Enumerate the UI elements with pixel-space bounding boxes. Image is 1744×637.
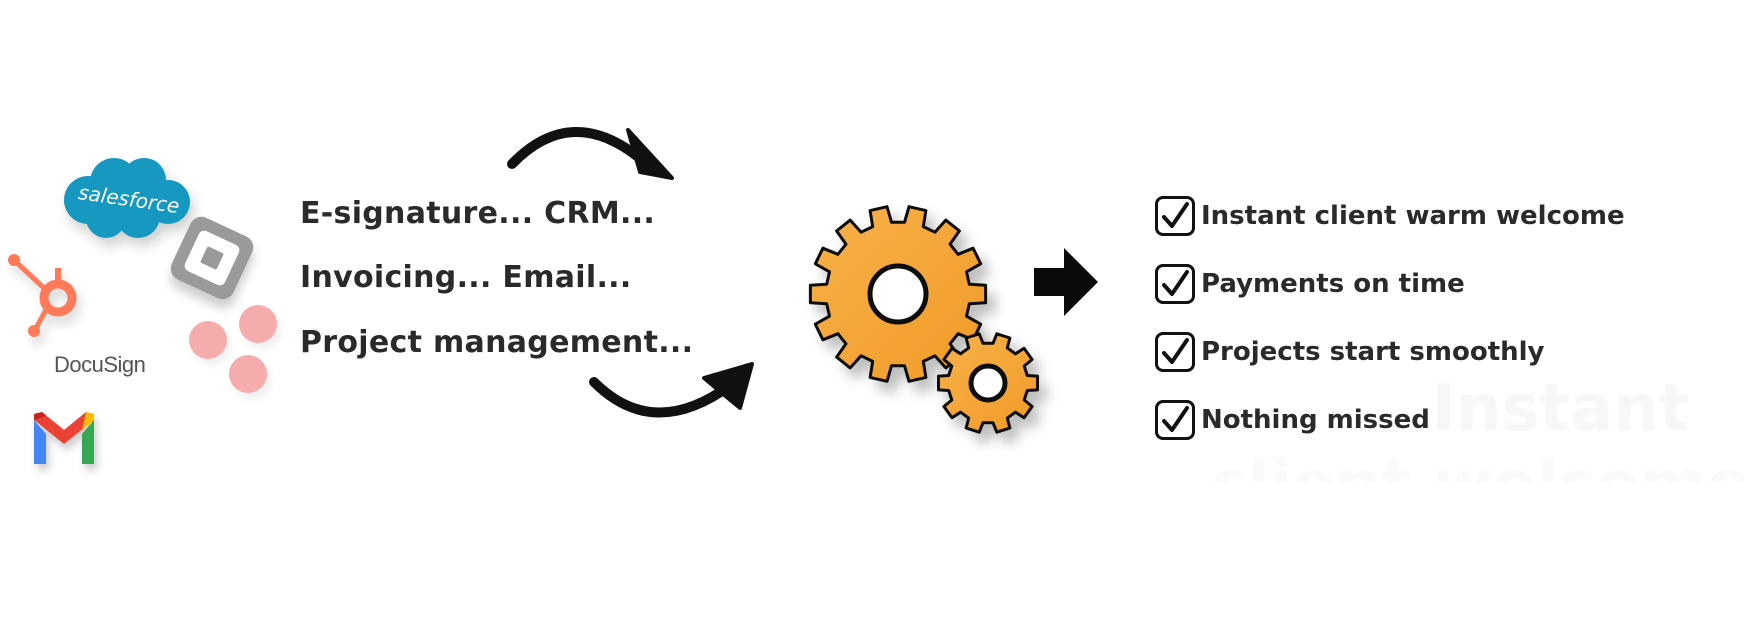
outcome-item-1: Instant client warm welcome xyxy=(1155,194,1625,238)
outcome-item-4: Nothing missed xyxy=(1155,398,1430,442)
background-ghost-text: Instant xyxy=(1432,372,1690,446)
curved-arrow-top-icon xyxy=(507,127,674,180)
asana-logo xyxy=(189,305,277,393)
outcome-label: Payments on time xyxy=(1201,269,1465,299)
salesforce-logo: salesforce xyxy=(64,158,190,238)
checkbox-icon xyxy=(1155,264,1195,304)
gear-large-icon xyxy=(808,205,988,383)
outcome-label: Projects start smoothly xyxy=(1201,337,1545,367)
square-logo xyxy=(170,216,254,300)
outcome-item-3: Projects start smoothly xyxy=(1155,330,1545,374)
docusign-logo: DocuSign xyxy=(54,352,146,377)
hubspot-logo xyxy=(8,254,77,337)
outcome-label: Instant client warm welcome xyxy=(1201,201,1625,231)
background-ghost-text-2: client welcome xyxy=(1210,448,1744,482)
tools-line-1: E-signature... CRM... xyxy=(300,196,656,231)
curved-arrow-bottom-icon xyxy=(589,362,754,418)
tools-line-3: Project management... xyxy=(300,325,694,360)
checkbox-icon xyxy=(1155,400,1195,440)
right-arrow-icon xyxy=(1034,248,1098,316)
outcome-label: Nothing missed xyxy=(1201,405,1430,435)
gear-hole xyxy=(867,263,929,325)
checkbox-icon xyxy=(1155,196,1195,236)
outcome-item-2: Payments on time xyxy=(1155,262,1465,306)
tools-line-2: Invoicing... Email... xyxy=(300,260,632,295)
gears-icon xyxy=(808,205,1039,434)
gear-hole xyxy=(968,363,1008,403)
gear-small-icon xyxy=(937,332,1039,434)
checkbox-icon xyxy=(1155,332,1195,372)
gmail-logo xyxy=(34,412,94,464)
